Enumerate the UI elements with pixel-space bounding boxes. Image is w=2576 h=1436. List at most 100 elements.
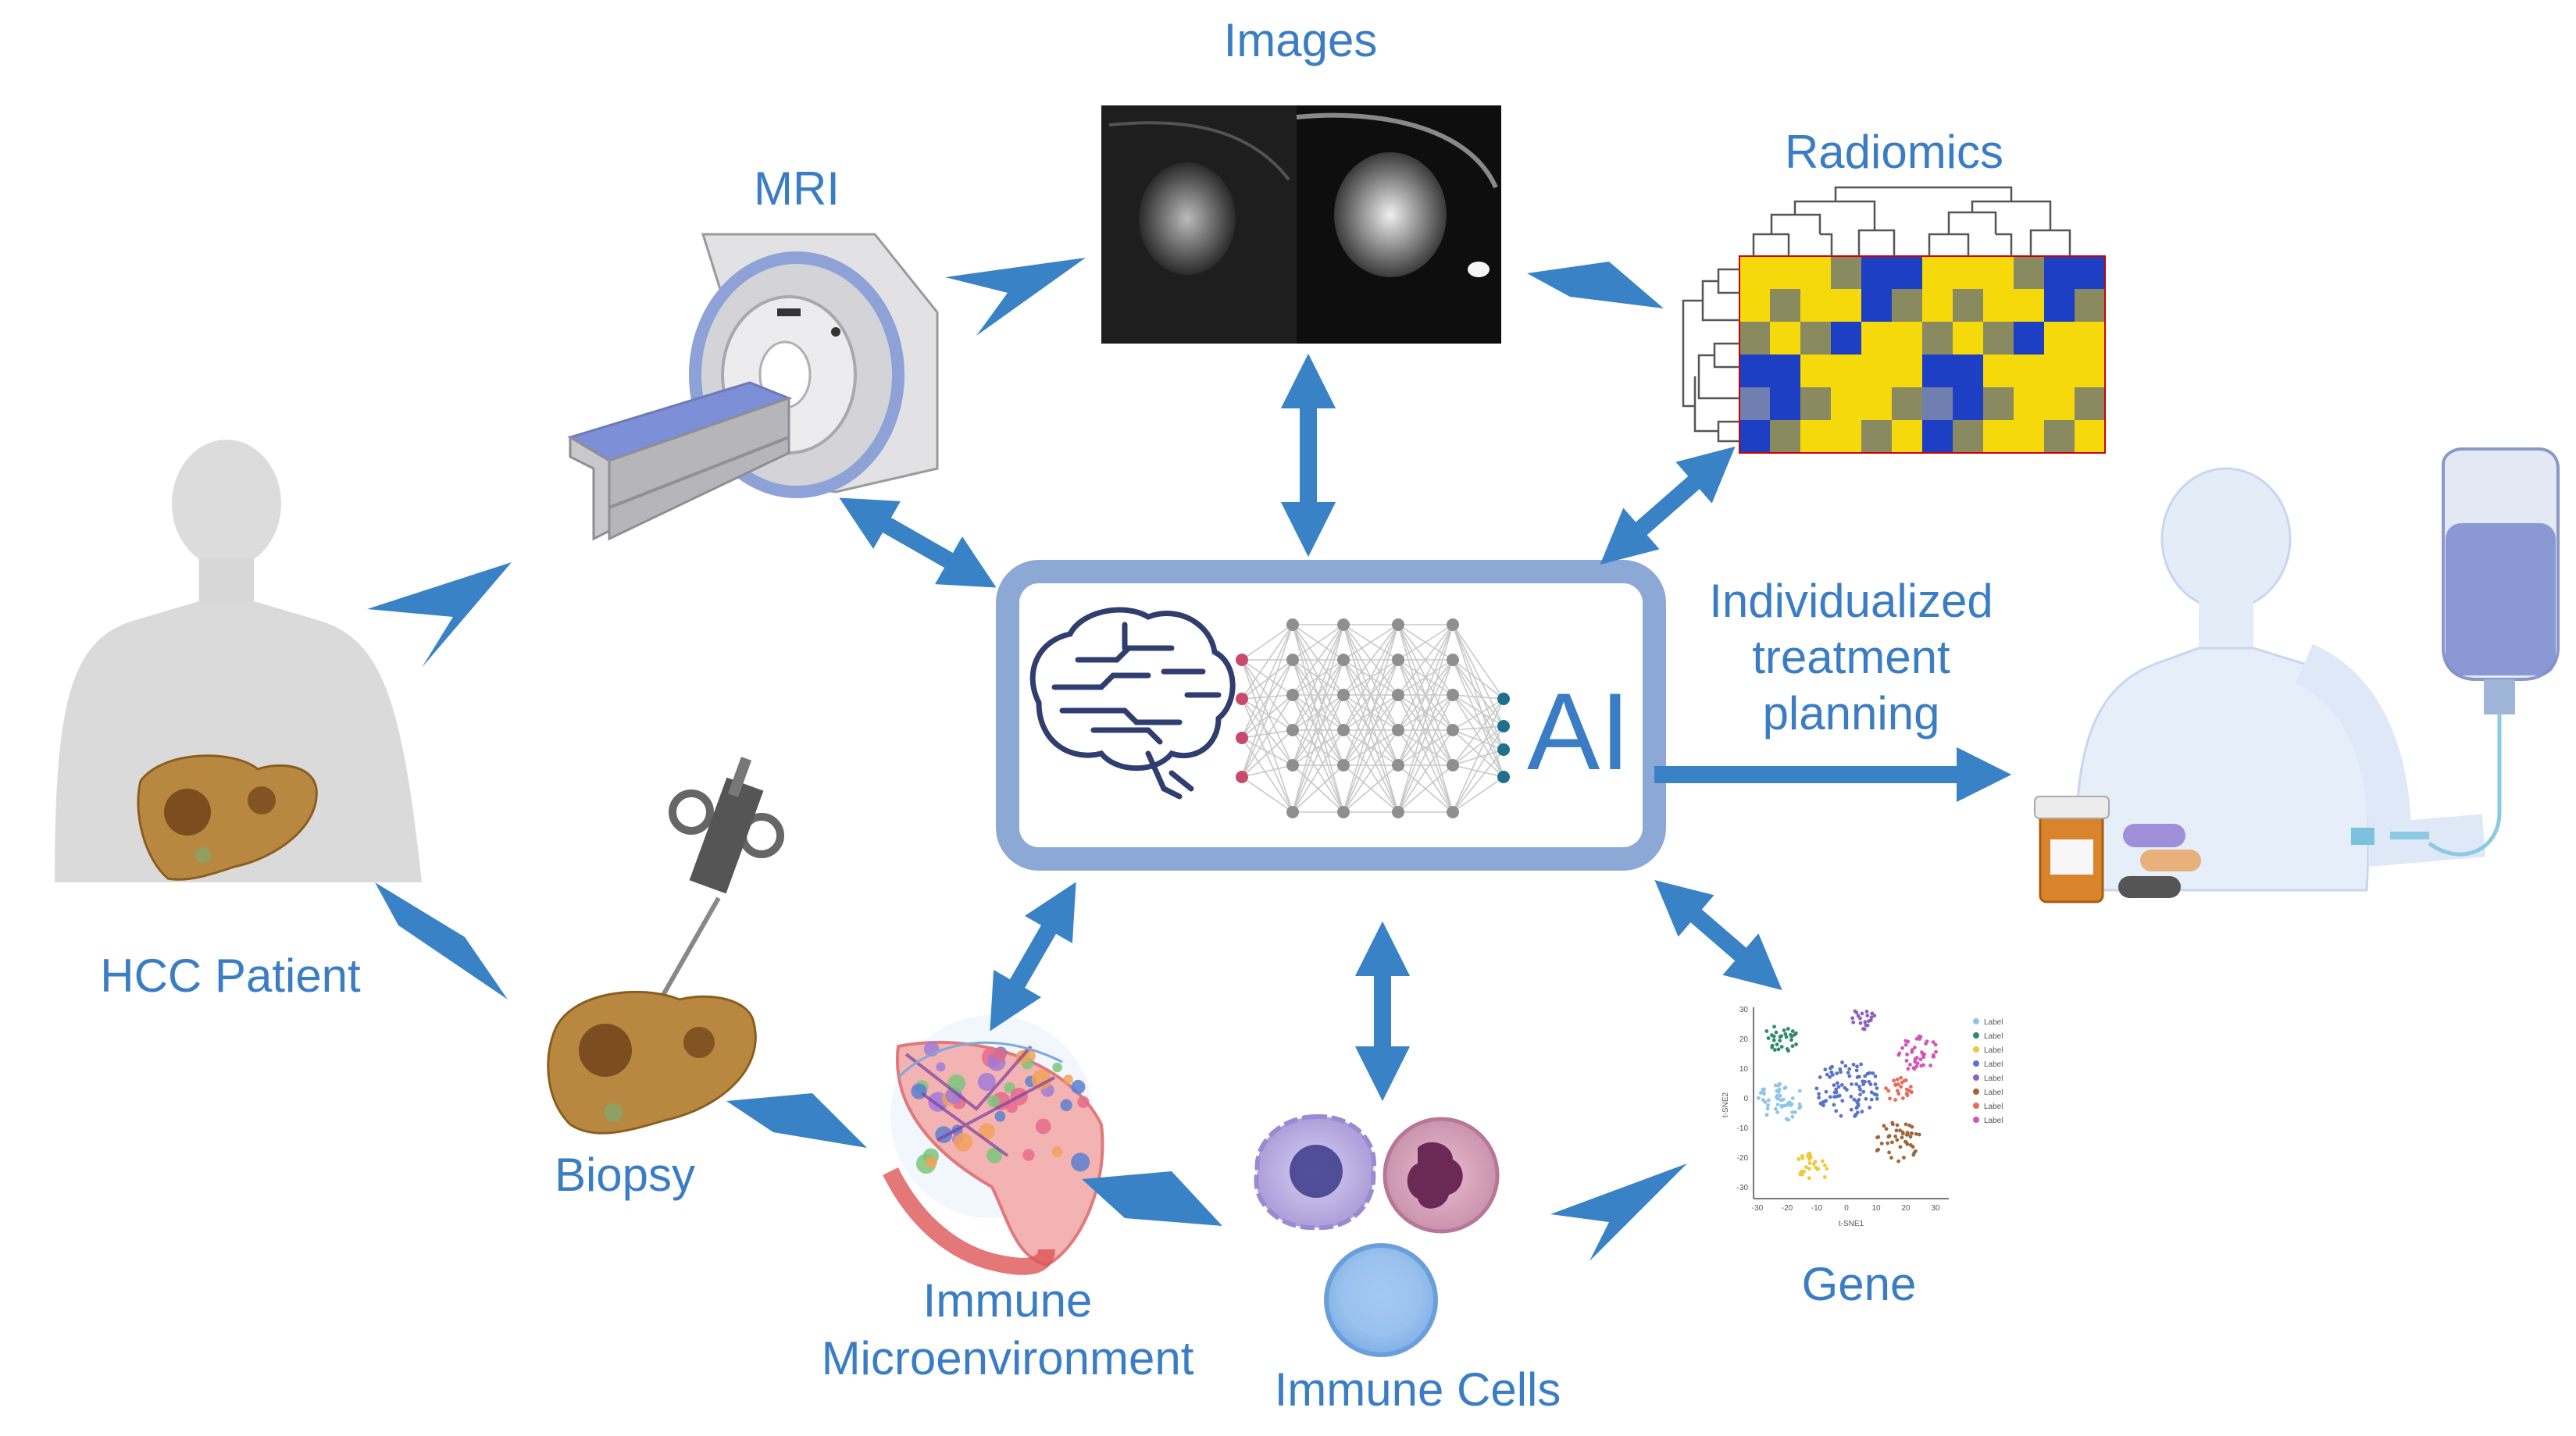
- nn-edge: [1241, 694, 1293, 700]
- tsne-point: [1818, 1075, 1822, 1079]
- nn-edge: [1452, 725, 1504, 766]
- tsne-legend-marker: [1973, 1046, 1979, 1053]
- tsne-point: [1914, 1056, 1919, 1060]
- tsne-point: [1900, 1130, 1905, 1135]
- heatmap-cell: [2044, 289, 2075, 322]
- heatmap-cell: [2044, 355, 2075, 388]
- tsne-x-tick: -10: [1811, 1204, 1823, 1213]
- tsne-point: [1776, 1047, 1781, 1052]
- tsne-point: [1825, 1167, 1829, 1171]
- nn-edge: [1292, 624, 1344, 766]
- nn-edge: [1241, 659, 1293, 766]
- tsne-point: [1829, 1070, 1834, 1074]
- tsne-point: [1904, 1058, 1909, 1063]
- gene-label: Gene: [1802, 1258, 1917, 1310]
- nn-edge: [1241, 624, 1293, 700]
- nn-node: [1286, 689, 1299, 701]
- heatmap-cell: [1831, 322, 1862, 355]
- tsne-point: [1800, 1153, 1804, 1158]
- tsne-point: [1790, 1114, 1795, 1119]
- tsne-point: [1836, 1085, 1841, 1089]
- tsne-legend-marker: [1973, 1032, 1979, 1039]
- tsne-point: [1779, 1045, 1784, 1049]
- nn-node: [1286, 654, 1299, 666]
- micro-cell: [994, 1110, 1006, 1122]
- nn-node: [1236, 693, 1248, 705]
- nn-edge: [1452, 776, 1504, 813]
- tsne-legend-marker: [1973, 1074, 1979, 1081]
- nn-node: [1497, 771, 1510, 783]
- tsne-point: [1817, 1092, 1821, 1096]
- tsne-point: [1794, 1042, 1798, 1046]
- tsne-point: [1764, 1029, 1769, 1033]
- tsne-point: [1869, 1015, 1874, 1020]
- nn-edge: [1292, 624, 1344, 813]
- micro-cell: [987, 1095, 1000, 1108]
- nn-edge: [1241, 764, 1293, 778]
- micro-cell: [936, 1062, 946, 1072]
- heatmap-cell: [1983, 420, 2014, 454]
- tsne-point: [1911, 1153, 1916, 1157]
- nn-node: [1392, 759, 1404, 771]
- tsne-point: [1886, 1141, 1890, 1146]
- ai-label: AI: [1527, 670, 1630, 793]
- tsne-point: [1822, 1174, 1827, 1179]
- nn-edge: [1343, 624, 1399, 813]
- double-arrows: [839, 353, 2012, 1102]
- tsne-point: [1910, 1090, 1914, 1095]
- nn-node: [1286, 759, 1299, 771]
- tsne-point: [1789, 1103, 1793, 1107]
- nn-edge: [1241, 729, 1293, 739]
- tsne-point: [1858, 1092, 1862, 1097]
- tsne-point: [1867, 1019, 1871, 1024]
- tsne-x-tick: 10: [1871, 1204, 1881, 1213]
- heatmap-cell: [1922, 387, 1953, 421]
- tsne-point: [1834, 1109, 1839, 1114]
- nn-edge: [1452, 725, 1504, 731]
- tsne-point: [1869, 1090, 1874, 1095]
- nn-edge: [1452, 725, 1504, 813]
- tsne-point: [1900, 1046, 1904, 1050]
- tsne-point: [1863, 1074, 1868, 1078]
- nn-edge: [1397, 764, 1454, 813]
- micro-cell: [1004, 1081, 1015, 1093]
- micro-cell: [1035, 1118, 1051, 1135]
- tsne-point: [1895, 1138, 1900, 1142]
- tsne-point: [1785, 1103, 1789, 1107]
- tsne-point: [1793, 1110, 1797, 1114]
- tsne-point: [1808, 1153, 1813, 1158]
- tsne-point: [1790, 1110, 1794, 1114]
- nn-edge: [1292, 729, 1344, 813]
- tsne-point: [1912, 1046, 1917, 1049]
- heatmap-cell: [2014, 355, 2045, 388]
- tsne-point: [1861, 1027, 1865, 1031]
- tsne-point: [1847, 1067, 1852, 1071]
- nn-edge: [1343, 729, 1399, 813]
- tsne-legend-marker: [1973, 1117, 1979, 1123]
- tsne-point: [1931, 1040, 1936, 1044]
- heatmap-cell: [1922, 256, 1953, 290]
- heatmap-cell: [1770, 387, 1801, 421]
- nn-edge: [1241, 776, 1293, 813]
- heatmap-cell: [2075, 289, 2106, 322]
- arrow-mri-ai: [839, 497, 997, 588]
- nn-edge: [1343, 624, 1399, 731]
- nn-edge: [1397, 694, 1454, 813]
- images-label: Images: [1224, 14, 1378, 66]
- tsne-point: [1887, 1134, 1892, 1138]
- heatmap-cell: [1983, 289, 2014, 322]
- flow-chevrons: [367, 258, 1687, 1261]
- nn-node: [1236, 771, 1248, 783]
- nn-edge: [1343, 694, 1399, 813]
- nn-node: [1286, 806, 1299, 818]
- ai-box: AI: [996, 560, 1666, 871]
- tsne-point: [1875, 1092, 1879, 1097]
- tsne-point: [1775, 1103, 1780, 1106]
- chevron-images-to-radiomics: [1527, 262, 1664, 308]
- nn-edge: [1452, 624, 1504, 750]
- tsne-point: [1772, 1048, 1777, 1052]
- chevron-patient-to-mri: [367, 562, 512, 668]
- nn-edge: [1397, 624, 1454, 813]
- tsne-point: [1840, 1060, 1844, 1064]
